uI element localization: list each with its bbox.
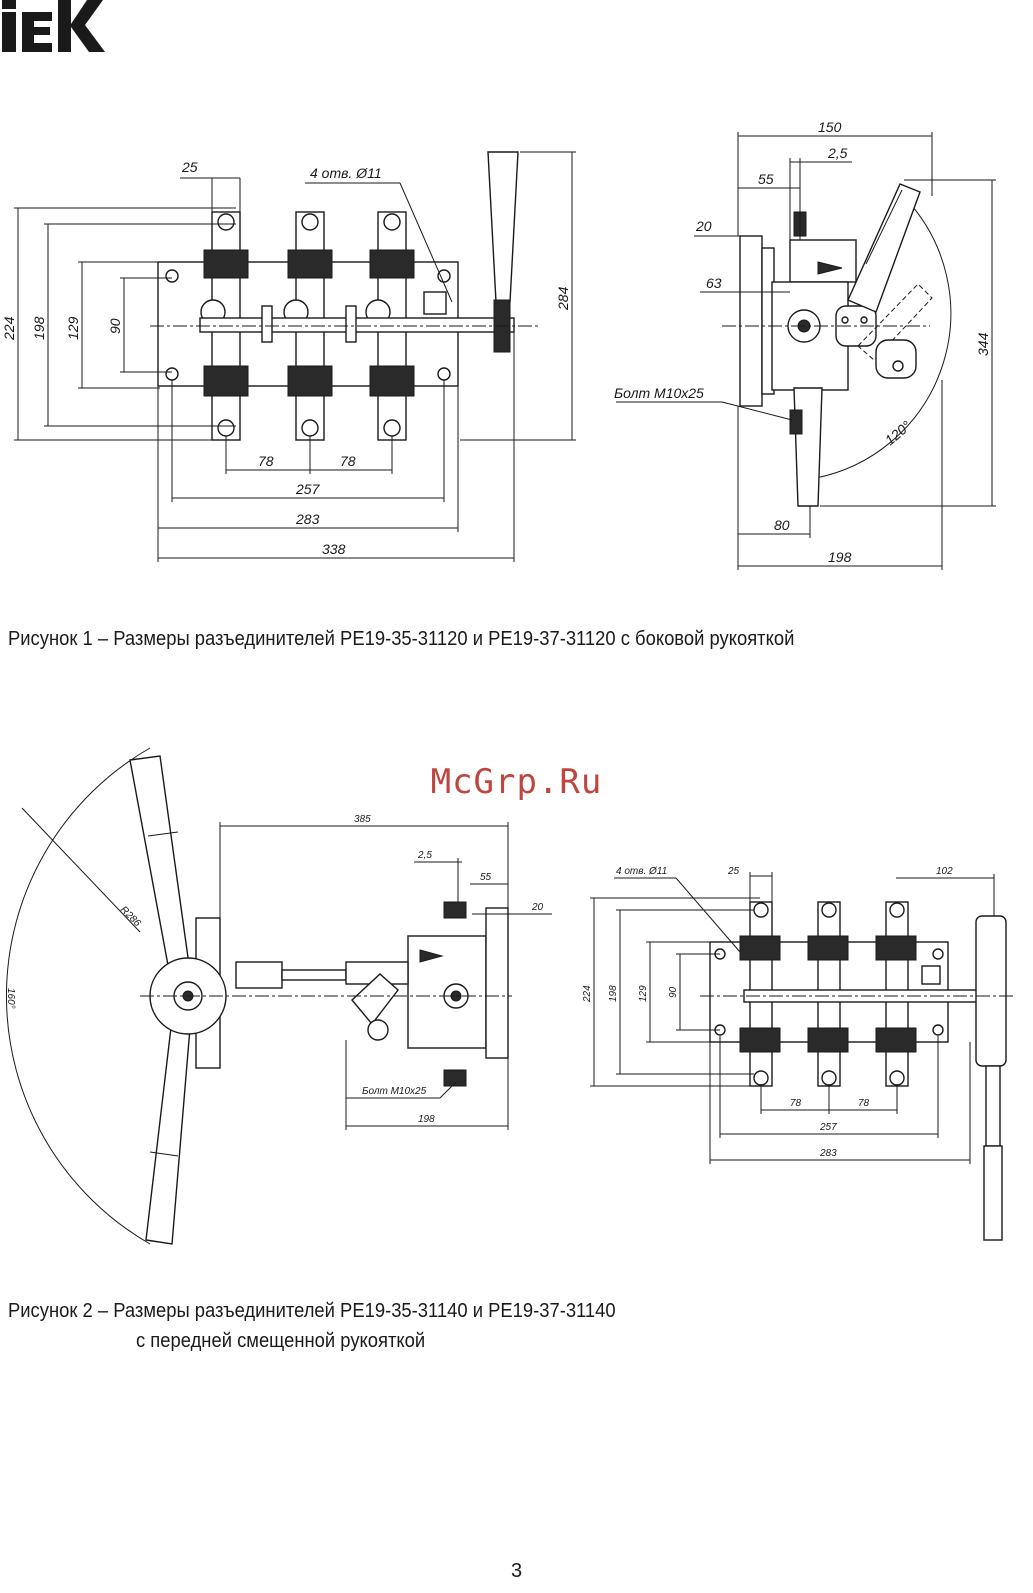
dim-344: 344 — [975, 332, 991, 356]
dim-25-fig2: 25 — [727, 866, 740, 877]
dim-55: 55 — [758, 171, 774, 187]
figure2-caption-line2: с передней смещенной рукояткой — [136, 1330, 426, 1352]
dim-78-b: 78 — [340, 453, 356, 469]
dim-20: 20 — [695, 218, 712, 234]
figure1-caption: Рисунок 1 – Размеры разъединителей РЕ19-… — [8, 628, 795, 650]
dim-385: 385 — [354, 814, 371, 825]
dim-80: 80 — [774, 517, 790, 533]
dim-102: 102 — [936, 866, 953, 877]
dim-283-fig2: 283 — [819, 1148, 837, 1159]
figure2-caption-line1: Рисунок 2 – Размеры разъединителей РЕ19-… — [8, 1300, 616, 1322]
dim-25: 25 — [181, 159, 198, 175]
dim-129: 129 — [65, 316, 81, 340]
dim-224: 224 — [1, 316, 17, 341]
bolt-label-fig2: Болт М10х25 — [362, 1086, 427, 1097]
dim-198-fig2-front: 198 — [608, 985, 619, 1002]
dim-2-5-fig2: 2,5 — [417, 850, 432, 861]
dim-129-fig2: 129 — [638, 985, 649, 1002]
watermark: McGrp.Ru — [430, 762, 603, 802]
angle-160: 160° — [5, 988, 16, 1009]
pole-b — [807, 901, 849, 1087]
dim-198-fig2: 198 — [418, 1114, 435, 1125]
page-number: 3 — [510, 1560, 523, 1582]
dim-holes-fig2: 4 отв. Ø11 — [616, 866, 667, 877]
dim-257-fig2: 257 — [819, 1122, 837, 1133]
dim-63: 63 — [706, 275, 722, 291]
dim-90: 90 — [107, 318, 123, 334]
dim-78-a: 78 — [258, 453, 274, 469]
dim-283: 283 — [295, 511, 320, 527]
dim-284: 284 — [555, 286, 571, 311]
dim-90-fig2: 90 — [668, 986, 679, 998]
iek-logo — [2, 0, 105, 52]
dim-338: 338 — [322, 541, 346, 557]
bolt-label: Болт М10х25 — [614, 385, 704, 401]
dim-55-fig2: 55 — [480, 872, 492, 883]
dim-78-a-fig2: 78 — [790, 1098, 802, 1109]
dim-holes: 4 отв. Ø11 — [310, 165, 382, 181]
dim-150: 150 — [818, 119, 842, 135]
dim-198-side: 198 — [828, 549, 852, 565]
dim-224-fig2: 224 — [582, 985, 593, 1003]
dim-20-fig2: 20 — [531, 902, 544, 913]
dim-2-5: 2,5 — [827, 145, 848, 161]
dim-198: 198 — [31, 316, 47, 340]
dim-257: 257 — [295, 481, 321, 497]
dim-78-b-fig2: 78 — [858, 1098, 870, 1109]
